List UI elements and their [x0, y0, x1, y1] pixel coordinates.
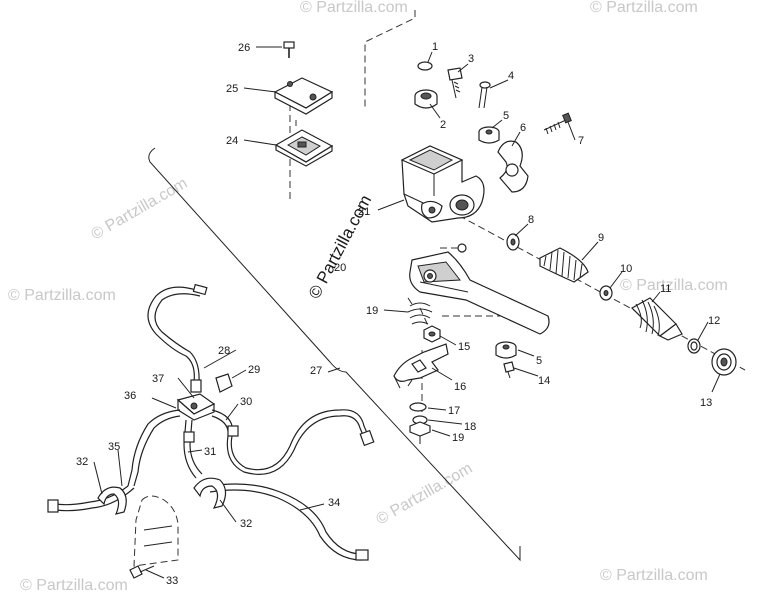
brake-lever-21	[409, 243, 550, 335]
label-3: 3	[468, 53, 474, 65]
nut-15	[423, 325, 441, 343]
label-19: 19	[452, 432, 464, 444]
pin-4	[478, 81, 491, 109]
label-12: 12	[708, 315, 720, 327]
label-32-left: 32	[76, 456, 88, 468]
bushing-5-lower	[495, 341, 517, 359]
group-boundary-tick	[327, 367, 341, 373]
part-labels: 26 25 24 1 2 3 4 5 6 7 21 8 9 10 11 12 1…	[76, 41, 720, 587]
label-6: 6	[520, 122, 526, 134]
switch-bracket-16	[393, 343, 449, 389]
o-ring-12	[687, 338, 701, 354]
reservoir-cover-25	[273, 77, 334, 115]
label-30: 30	[240, 396, 252, 408]
screw-7	[543, 112, 572, 135]
label-5: 5	[503, 110, 509, 122]
label-18: 18	[464, 421, 476, 433]
watermark: © Partzilla.com	[620, 277, 728, 294]
leader-lines	[93, 46, 721, 579]
bolt-19	[409, 421, 431, 444]
bushing-5-upper	[478, 126, 500, 144]
label-37: 37	[152, 373, 164, 385]
watermark-main: © Partzilla.com	[305, 192, 376, 302]
label-13: 13	[700, 397, 712, 409]
clamp-6	[497, 140, 529, 193]
watermark: © Partzilla.com	[8, 287, 116, 304]
washer-10	[599, 285, 613, 301]
spring-20	[407, 297, 433, 325]
label-27: 27	[310, 365, 322, 377]
label-1: 1	[432, 41, 438, 53]
label-11: 11	[660, 283, 671, 295]
label-8: 8	[528, 214, 534, 226]
label-33: 33	[166, 575, 178, 587]
watermark: © Partzilla.com	[374, 460, 476, 529]
watermarks: © Partzilla.com © Partzilla.com © Partzi…	[8, 0, 728, 594]
label-28: 28	[218, 345, 230, 357]
handlebar-mount-detail	[143, 525, 173, 547]
bolt-3	[447, 67, 463, 99]
piston-11	[631, 297, 683, 341]
watermark: © Partzilla.com	[300, 0, 408, 16]
screw-14	[503, 361, 515, 379]
brake-hoses	[47, 283, 375, 579]
washer-8	[506, 233, 520, 251]
spring-9	[539, 247, 589, 283]
group-boundary-line	[148, 147, 521, 562]
seal-2	[414, 89, 438, 109]
label-23: 21	[358, 206, 370, 218]
lever-dash-line	[419, 307, 431, 331]
label-32-right: 32	[240, 518, 252, 530]
label-24: 24	[226, 135, 238, 147]
label-29: 29	[248, 364, 260, 376]
label-14: 14	[538, 375, 550, 387]
washer-1	[417, 61, 433, 71]
reservoir-dash-line	[364, 10, 416, 110]
watermark: © Partzilla.com	[600, 567, 708, 584]
label-4: 4	[508, 70, 514, 82]
label-26: 26	[238, 42, 250, 54]
label-2: 2	[440, 119, 446, 131]
dust-boot-13	[711, 348, 737, 376]
label-5-lower: 5	[536, 355, 542, 367]
label-21: 20	[334, 262, 346, 274]
label-10: 10	[620, 263, 632, 275]
diaphragm-24	[274, 129, 334, 167]
handlebar-mount-outline	[133, 495, 179, 567]
label-16: 16	[454, 381, 466, 393]
watermark: © Partzilla.com	[20, 577, 128, 594]
label-15: 15	[458, 341, 470, 353]
screw-26	[283, 41, 295, 58]
watermark: © Partzilla.com	[89, 175, 191, 244]
watermark: © Partzilla.com	[590, 0, 698, 16]
label-9: 9	[598, 232, 604, 244]
washer-17	[409, 402, 427, 412]
label-31: 31	[204, 446, 216, 458]
master-cylinder-23	[400, 145, 485, 223]
label-25: 25	[226, 83, 238, 95]
label-35: 35	[108, 441, 120, 453]
label-7: 7	[578, 135, 584, 147]
label-20: 19	[366, 305, 378, 317]
label-34: 34	[328, 497, 340, 509]
label-36: 36	[124, 390, 136, 402]
label-17: 17	[448, 405, 460, 417]
